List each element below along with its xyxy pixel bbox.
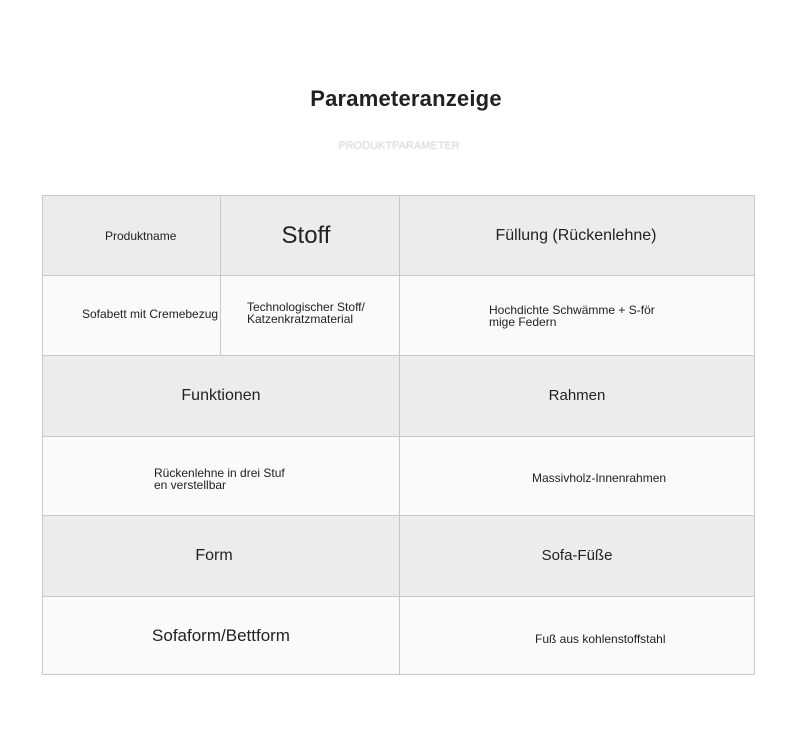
cell-sofa-fuesse-header: Sofa-Füße [400, 516, 754, 597]
sofa-fuesse-header: Sofa-Füße [541, 547, 613, 564]
fuellung-header: Füllung (Rückenlehne) [495, 226, 657, 244]
rahmen-value: Massivholz-Innenrahmen [532, 471, 667, 485]
stoff-value: Technologischer Stoff/ Katzenkratzmateri… [247, 300, 365, 326]
cell-stoff-value: Technologischer Stoff/ Katzenkratzmateri… [221, 276, 400, 356]
sofaform-value: Sofaform/Bettform [152, 625, 290, 645]
fuellung-value: Hochdichte Schwämme + S-för mige Federn [489, 303, 655, 329]
page-title: Parameteranzeige [310, 86, 502, 111]
funktionen-header: Funktionen [181, 387, 261, 404]
cell-form-header: Form [43, 516, 400, 597]
cell-product-name-label: Produktname [43, 196, 221, 276]
fuss-value: Fuß aus kohlenstoffstahl [535, 632, 666, 646]
page-subtitle: PRODUKTPARAMETER [338, 140, 460, 152]
cell-fuellung-value: Hochdichte Schwämme + S-för mige Federn [400, 276, 754, 356]
cell-product-name-value: Sofabett mit Cremebezug [43, 276, 221, 356]
cell-fuss-value: Fuß aus kohlenstoffstahl [400, 597, 754, 674]
stoff-header: Stoff [281, 221, 331, 249]
cell-rahmen-value: Massivholz-Innenrahmen [400, 437, 754, 516]
cell-stoff-header: Stoff [221, 196, 400, 276]
rahmen-header: Rahmen [548, 387, 606, 404]
parameter-table: Produktname Stoff Füllung (Rückenlehne) … [42, 195, 755, 675]
product-name-label: Produktname [105, 229, 177, 243]
cell-sofaform-value: Sofaform/Bettform [43, 597, 400, 674]
cell-rahmen-header: Rahmen [400, 356, 754, 437]
form-header: Form [195, 547, 233, 564]
cell-funktionen-header: Funktionen [43, 356, 400, 437]
cell-fuellung-header: Füllung (Rückenlehne) [400, 196, 754, 276]
funktionen-value: Rückenlehne in drei Stuf en verstellbar [154, 466, 285, 492]
product-name-value: Sofabett mit Cremebezug [82, 307, 219, 321]
cell-funktionen-value: Rückenlehne in drei Stuf en verstellbar [43, 437, 400, 516]
